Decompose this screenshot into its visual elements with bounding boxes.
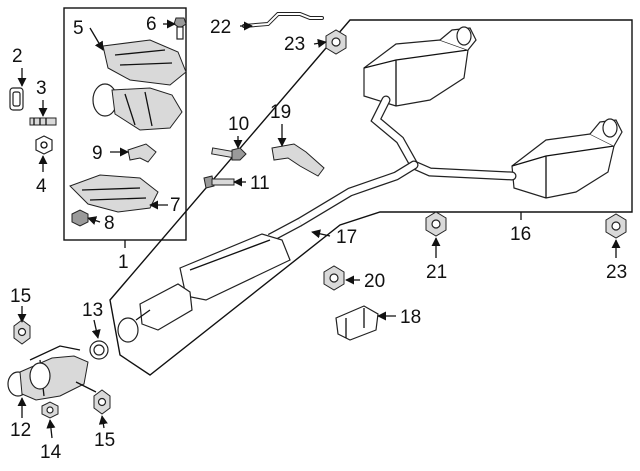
nut-14 [41, 401, 59, 419]
bracket-9 [127, 143, 157, 163]
bolt-6 [173, 17, 187, 40]
callout-8: 8 [104, 213, 115, 234]
leader-lines [17, 19, 621, 439]
callout-14: 14 [40, 442, 62, 463]
callout-10: 10 [228, 114, 249, 135]
callout-11: 11 [250, 173, 270, 194]
catalytic-converter [92, 83, 183, 131]
callout-1: 1 [118, 252, 129, 273]
isolator-23-right [605, 213, 627, 239]
callout-7: 7 [170, 195, 181, 216]
bolt-10 [211, 147, 247, 161]
bracket-19 [271, 143, 325, 177]
callout-labels: 1 2 3 4 5 6 7 8 9 10 11 12 13 14 15 15 1… [10, 14, 627, 463]
stud-3 [29, 117, 57, 126]
rear-muffler-left [363, 26, 477, 107]
y-pipe [295, 95, 517, 227]
callout-21: 21 [426, 262, 447, 283]
isolator-15-bottom [93, 389, 111, 415]
isolator-15-top [13, 319, 31, 345]
isolator-20 [323, 265, 345, 291]
callout-3: 3 [36, 78, 47, 99]
isolator-21 [425, 211, 447, 237]
callout-15-top: 15 [10, 286, 31, 307]
callout-17: 17 [336, 227, 357, 248]
callout-18: 18 [400, 307, 421, 328]
callout-19: 19 [270, 102, 291, 123]
callout-5: 5 [73, 18, 84, 39]
gasket-13 [89, 340, 109, 360]
heat-shield-lower [69, 174, 159, 213]
nut-8 [71, 209, 89, 227]
nut-4 [35, 135, 53, 155]
callout-16: 16 [510, 224, 531, 245]
exhaust-system-frame [109, 19, 633, 376]
heat-shield-upper [102, 39, 187, 86]
callout-23-top: 23 [284, 34, 305, 55]
callout-2: 2 [12, 46, 23, 67]
front-pipe-12 [7, 345, 97, 401]
callout-23-right: 23 [606, 262, 627, 283]
callout-15-bottom: 15 [94, 430, 115, 451]
callout-4: 4 [36, 176, 47, 197]
isolator-18 [335, 305, 379, 341]
intermediate-pipe [117, 218, 303, 343]
isolator-23-top [325, 29, 347, 55]
callout-12: 12 [10, 420, 31, 441]
callout-20: 20 [364, 271, 385, 292]
bolt-11 [203, 175, 235, 189]
gasket-2 [9, 87, 24, 111]
rear-muffler-right [511, 118, 623, 199]
callout-22: 22 [210, 17, 231, 38]
callout-9: 9 [92, 143, 103, 164]
callout-6: 6 [146, 14, 157, 35]
callout-13: 13 [82, 300, 103, 321]
hanger-rod-22 [242, 12, 324, 28]
